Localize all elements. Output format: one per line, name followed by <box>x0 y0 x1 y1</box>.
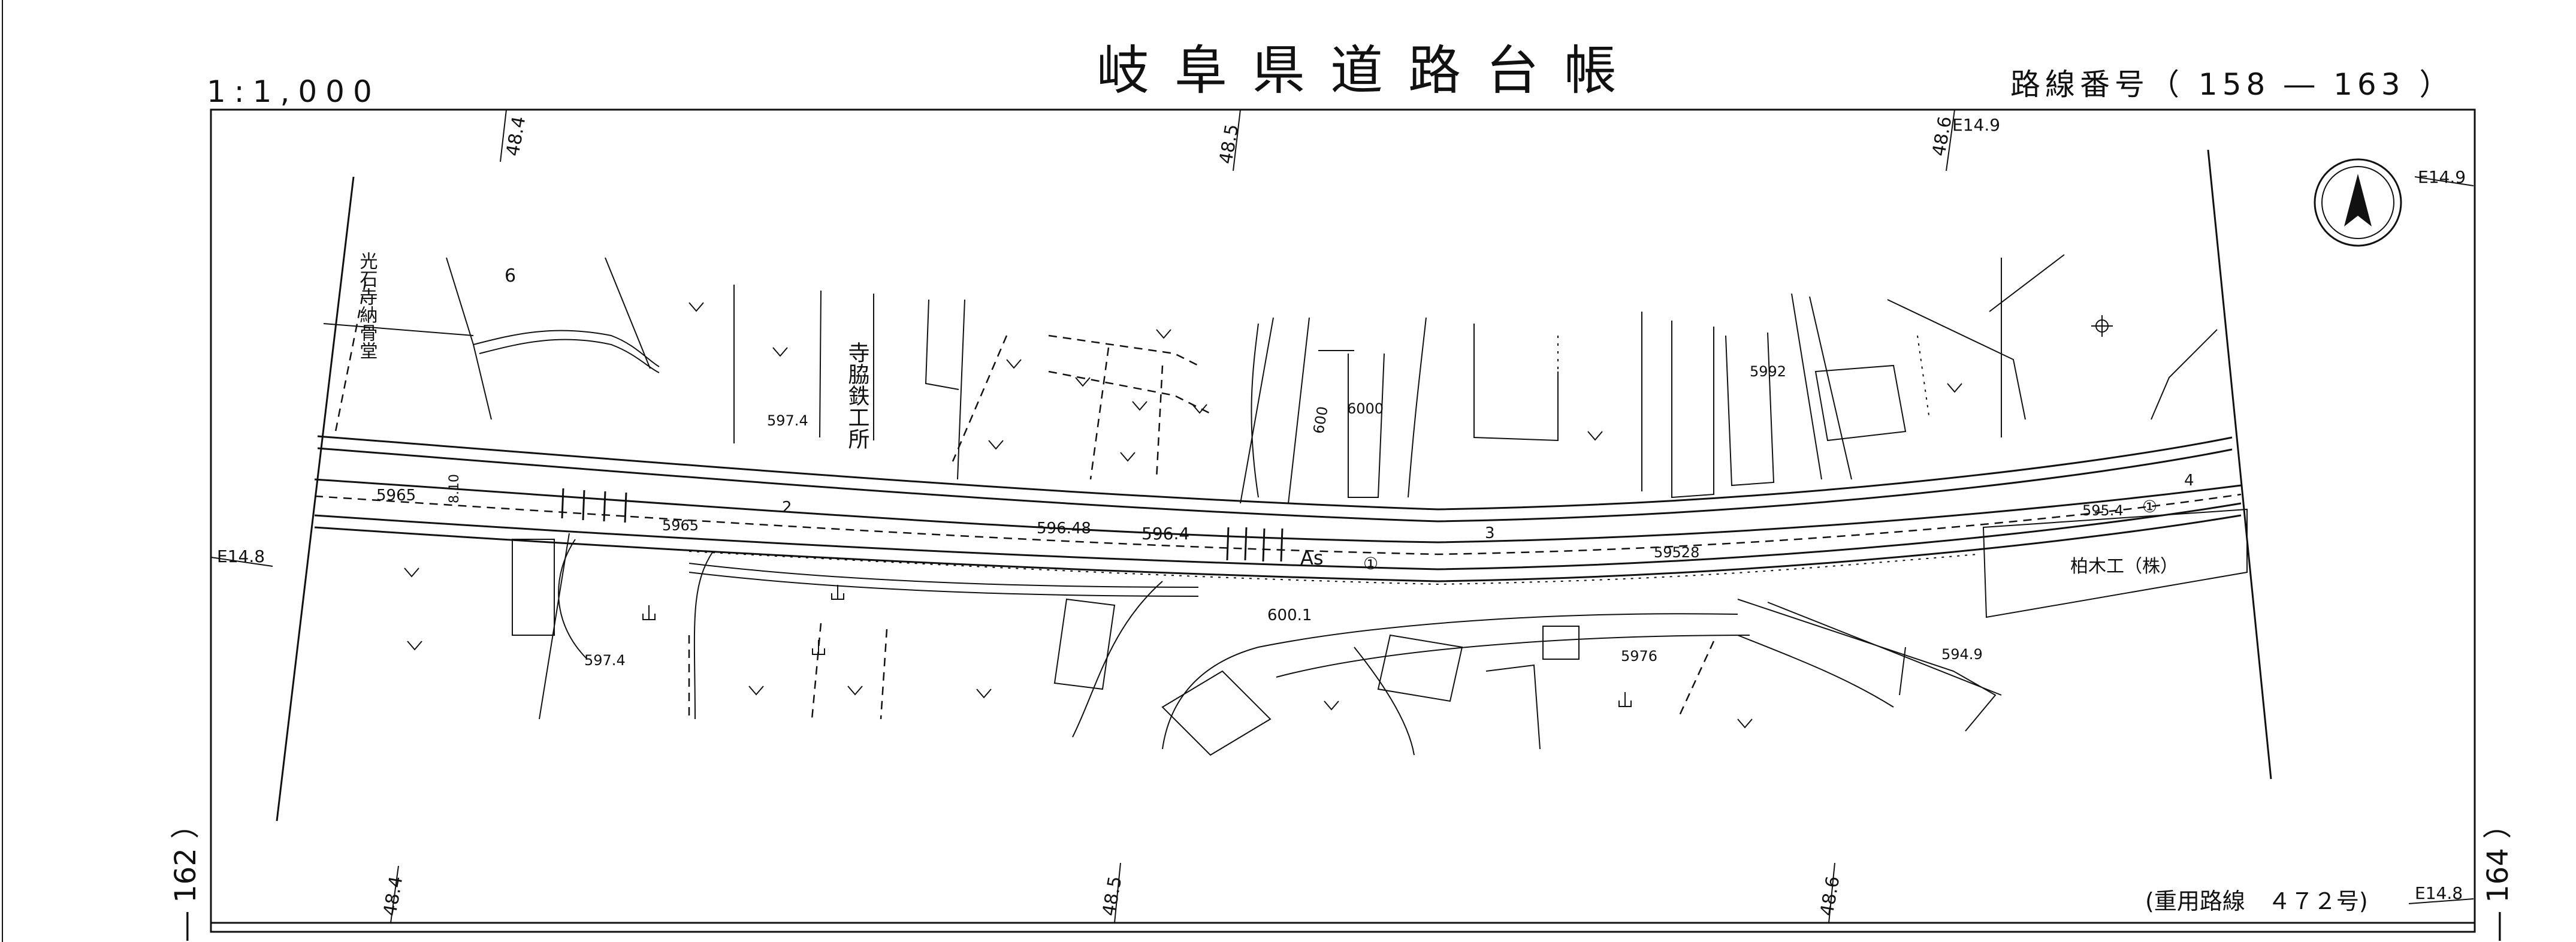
elevation-596-48: 596.48 <box>1037 520 1091 538</box>
road-crosswalk <box>561 488 1284 562</box>
label-num-4: 4 <box>2184 472 2194 490</box>
right-neighbor-sheet: ― 164 ） <box>2481 810 2515 941</box>
route-number: 路線番号（ 158 ― 163 ） <box>2010 67 2454 102</box>
elevation-600: 600 <box>1310 405 1331 435</box>
elevation-597-4-a: 597.4 <box>767 412 808 429</box>
grid-label-top-mid: 48.5 <box>1215 123 1243 166</box>
elevation-5992: 5992 <box>1750 363 1786 380</box>
label-num-2: 2 <box>782 499 792 517</box>
label-num-3: 3 <box>1485 524 1495 542</box>
dry-field-symbol-icon <box>404 302 1962 729</box>
grid-tick-left-e <box>210 557 273 567</box>
elevation-5965-a: 5965 <box>376 487 416 505</box>
elevation-600-1: 600.1 <box>1267 606 1312 624</box>
overlap-route-label: (重用路線 ４７２号) <box>2145 888 2368 914</box>
scale-label: 1:1,000 <box>207 74 380 109</box>
left-neighbor-sheet: ― 162 ） <box>169 810 203 941</box>
label-pavement: As <box>1300 547 1324 569</box>
label-circle-2: ① <box>2142 497 2157 517</box>
map-frame <box>210 108 2476 933</box>
label-company: 柏木工（株） <box>2070 556 2178 577</box>
width-8-10: 8.10 <box>447 474 462 503</box>
elevation-59528: 59528 <box>1654 544 1699 561</box>
grid-label-top-left: 48.4 <box>502 115 530 158</box>
elevation-6000: 6000 <box>1347 400 1384 417</box>
label-num-6: 6 <box>505 265 516 286</box>
grid-label-top-right-e: E14.9 <box>1952 115 2000 135</box>
grid-label-bottom-mid: 48.5 <box>1098 875 1126 918</box>
parcel-lines-south <box>512 508 2248 756</box>
grid-label-bottom-right: 48.6 <box>1816 875 1844 918</box>
elevation-596-4: 596.4 <box>1141 524 1189 544</box>
grid-ticks-bottom <box>390 862 1835 923</box>
grid-label-bottom-left: 48.4 <box>379 875 407 918</box>
map-title: 岐阜県道路台帳 <box>1097 40 1642 101</box>
label-temple: 光石寺納骨堂 <box>357 252 378 360</box>
north-arrow-icon <box>2314 158 2402 247</box>
shrine-symbol-icon <box>2091 315 2113 337</box>
grid-label-left-e: E14.8 <box>217 547 265 566</box>
elevation-5965-b: 5965 <box>662 517 699 534</box>
elevation-595-4: 595.4 <box>2082 502 2124 519</box>
survey-area-boundary <box>276 149 2272 822</box>
grid-tick-right-e-bottom <box>2408 898 2474 904</box>
parcel-lines-north <box>323 254 2218 504</box>
elevation-597-4-b: 597.4 <box>584 652 626 669</box>
main-road <box>314 435 2242 585</box>
grid-tick-right-e-top <box>2414 176 2474 186</box>
grid-ticks-top <box>500 109 1955 171</box>
label-factory: 寺脇鉄工所 <box>845 342 869 449</box>
elevation-5976: 5976 <box>1621 648 1657 665</box>
orchard-symbol-icon <box>642 585 1632 707</box>
elevation-594-9: 594.9 <box>1941 646 1983 663</box>
label-circle-1: ① <box>1363 554 1378 573</box>
